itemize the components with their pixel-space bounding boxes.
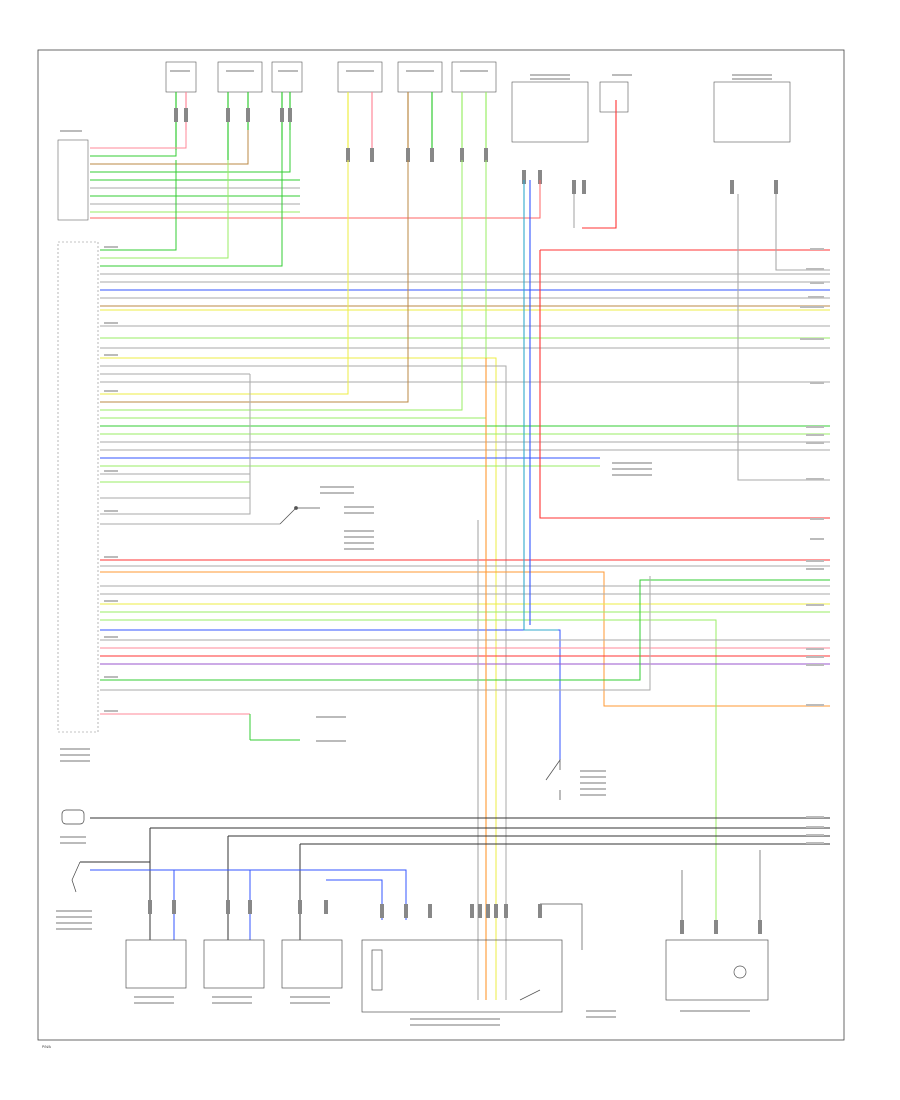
top-sensor-connectors	[165, 61, 791, 143]
middle-switch	[279, 506, 561, 800]
top-sensor-labels	[60, 70, 772, 132]
ecm-module-outline	[57, 241, 99, 733]
bottom-components	[125, 850, 769, 1013]
footer-id: P/N/A	[42, 1045, 52, 1049]
left-symbols	[61, 809, 85, 893]
left-pin-labels	[56, 246, 118, 930]
diagram-border	[37, 49, 845, 1041]
top-vertical-wires	[175, 92, 487, 160]
right-edge-labels	[800, 248, 824, 844]
long-vertical-wires	[477, 100, 830, 1000]
bottom-connector-tabs	[148, 900, 762, 934]
ecm-harness-wires	[100, 140, 830, 1000]
bottom-bus	[80, 817, 830, 940]
top-header-bus	[90, 130, 541, 219]
connector-tabs	[174, 108, 778, 194]
top-left-connector-block	[57, 139, 89, 221]
mid-annotation-labels	[134, 462, 750, 1026]
